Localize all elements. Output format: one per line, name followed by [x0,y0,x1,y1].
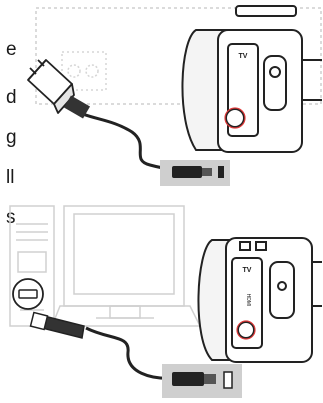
dashed-frame [35,7,322,105]
camcorder-bottom [197,237,322,363]
text-fragment-2: d [6,87,17,108]
mini-usb-plug-bottom [172,372,204,386]
text-fragment-1: e [6,39,17,60]
text-fragment-4: ll [6,167,15,188]
text-fragment-3: g [6,127,17,148]
usb-cable [85,326,177,380]
port-highlight-bottom [236,320,256,340]
usb-port-icon-bottom [223,371,233,389]
usb-port-icon [218,166,224,178]
ac-adapter-illustration: TV [27,5,322,186]
cable-strain-relief [63,95,91,119]
wall-socket-outline [61,51,107,91]
mini-usb-plug [172,166,202,178]
camcorder-top [181,5,322,153]
pc-tower [9,205,55,327]
camera-hdmi-label: HDMI [245,294,251,307]
pc-connection-illustration: TV HDMI [9,205,322,398]
camera-tv-label: TV [239,53,248,60]
port-highlight [224,107,246,129]
pc-monitor [50,205,202,327]
usb-a-plug [29,311,85,339]
camera-tv-label-bottom: TV [243,267,252,274]
power-adapter [27,59,75,114]
